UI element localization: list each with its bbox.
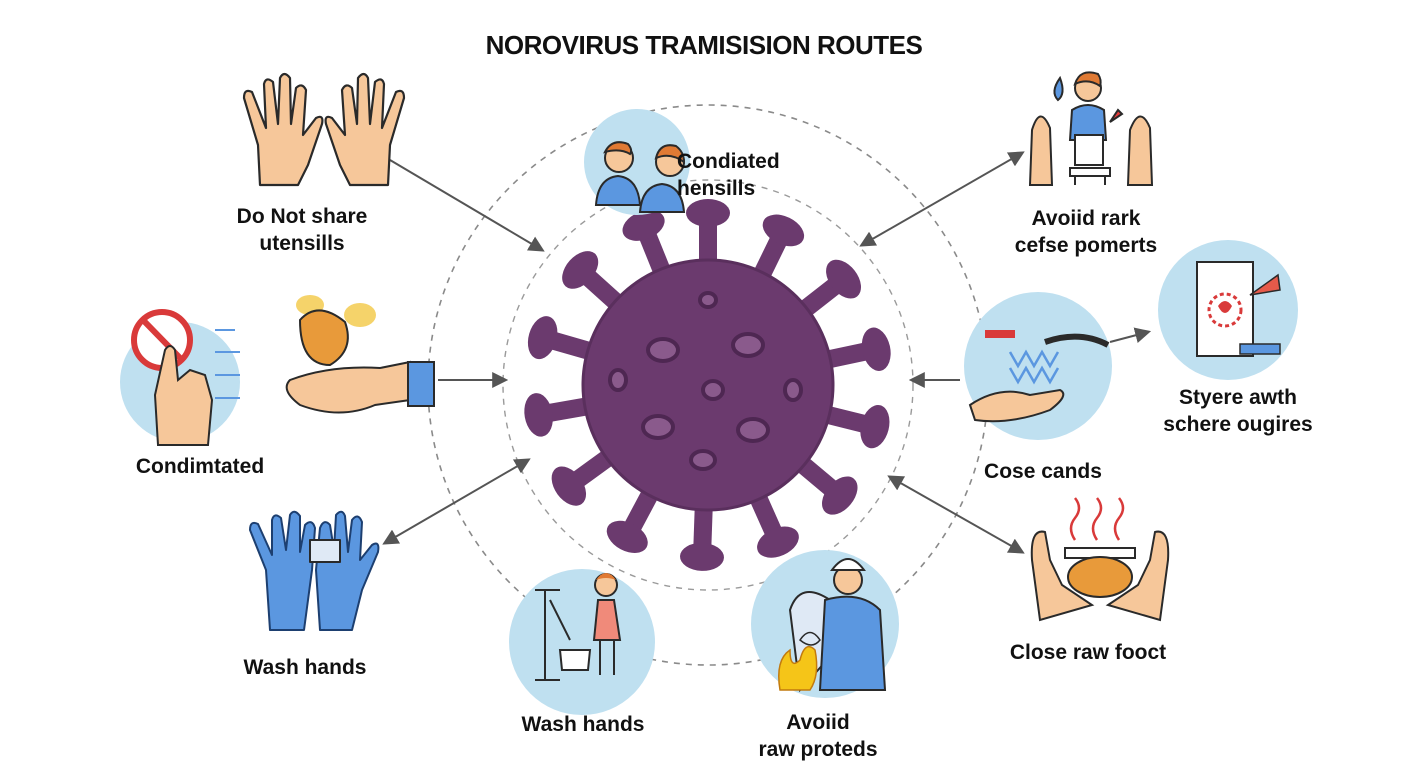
- arrow-sphere: [1109, 327, 1152, 343]
- label-line: Styere awth: [1179, 386, 1297, 409]
- label-close-food: Close raw fooct: [958, 639, 1218, 666]
- no-touch-icon: [120, 309, 240, 446]
- label-avoid-park: Avoiid rark cefse pomerts: [956, 205, 1216, 259]
- faucet-hand-icon: [964, 292, 1112, 440]
- label-contaminated-people: Condiated hensills: [677, 148, 827, 202]
- caregiver-icon: [1028, 71, 1154, 186]
- arrow-utensils: [389, 159, 545, 252]
- label-line: Condimtated: [135, 455, 265, 478]
- arrow-gloves: [382, 458, 531, 545]
- label-line: Avoiid rark: [1031, 207, 1141, 230]
- label-line: Close raw fooct: [1009, 641, 1167, 664]
- page-title: NOROVIRUS TRAMISISION ROUTES: [485, 30, 923, 60]
- label-line: Do Not share: [236, 205, 368, 228]
- label-line: Avoiid: [786, 711, 850, 734]
- label-avoid-raw: Avoiid raw proteds: [688, 709, 948, 763]
- label-line: Cose cands: [984, 460, 1102, 483]
- label-line: hensills: [677, 177, 756, 200]
- open-hands-icon: [242, 72, 406, 187]
- label-cose-cands: Cose cands: [913, 458, 1173, 485]
- contaminated-surface-icon: [1158, 240, 1298, 380]
- label-line: utensills: [259, 232, 345, 255]
- label-condimtated: Condimtated: [70, 453, 330, 480]
- label-utensils: Do Not share utensills: [172, 203, 432, 257]
- label-wash-gloves: Wash hands: [175, 654, 435, 681]
- two-people-icon: [584, 109, 690, 215]
- chef-fire-icon: [751, 550, 899, 698]
- label-wash-toilet: Wash hands: [453, 711, 713, 738]
- label-line: Wash hands: [521, 713, 645, 736]
- gloved-hands-icon: [249, 510, 380, 631]
- norovirus-icon: [524, 199, 891, 571]
- arrow-avoid-park: [859, 151, 1025, 247]
- label-sphere: Styere awth schere ougires: [1108, 384, 1368, 438]
- label-line: raw proteds: [758, 738, 878, 761]
- label-line: Wash hands: [243, 656, 367, 679]
- label-line: Condiated: [677, 150, 780, 173]
- arrows: [382, 151, 1152, 554]
- label-line: schere ougires: [1163, 413, 1313, 436]
- food-in-hand-icon: [285, 295, 435, 414]
- label-line: cefse pomerts: [1014, 234, 1158, 257]
- arrow-close-food: [887, 475, 1025, 554]
- hot-food-hands-icon: [1030, 497, 1170, 622]
- toilet-child-icon: [509, 569, 655, 715]
